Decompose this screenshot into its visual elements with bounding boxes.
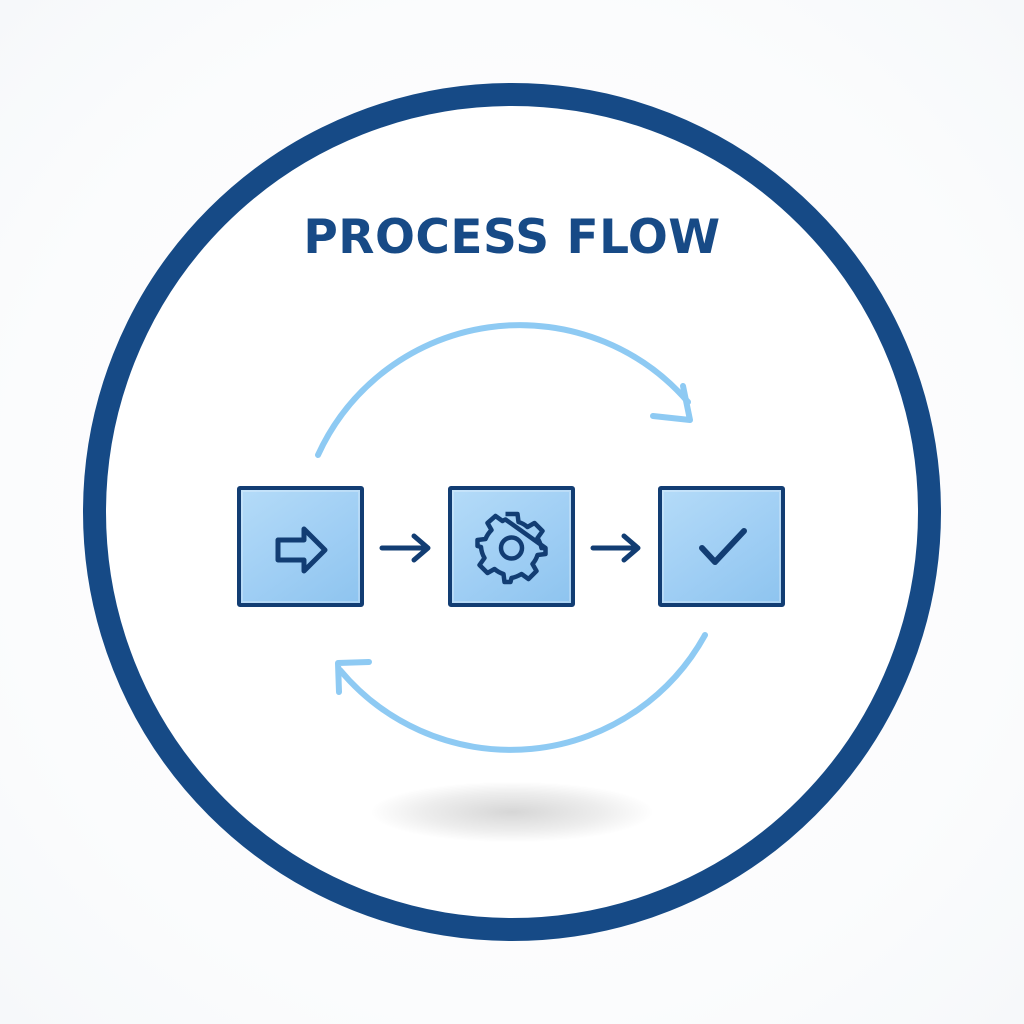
step-box-complete	[658, 486, 785, 607]
step-box-process	[448, 486, 575, 607]
connector-arrow-1	[379, 533, 431, 563]
ground-shadow	[372, 782, 652, 842]
connector-arrow-2	[590, 533, 641, 563]
cycle-arrow-top	[315, 322, 693, 458]
cycle-arrow-bottom	[335, 632, 708, 753]
arrow-right-icon	[275, 526, 328, 574]
gear-icon	[475, 511, 548, 585]
step-box-input	[237, 486, 364, 607]
checkmark-icon	[699, 528, 747, 565]
diagram-title: PROCESS FLOW	[303, 210, 721, 265]
